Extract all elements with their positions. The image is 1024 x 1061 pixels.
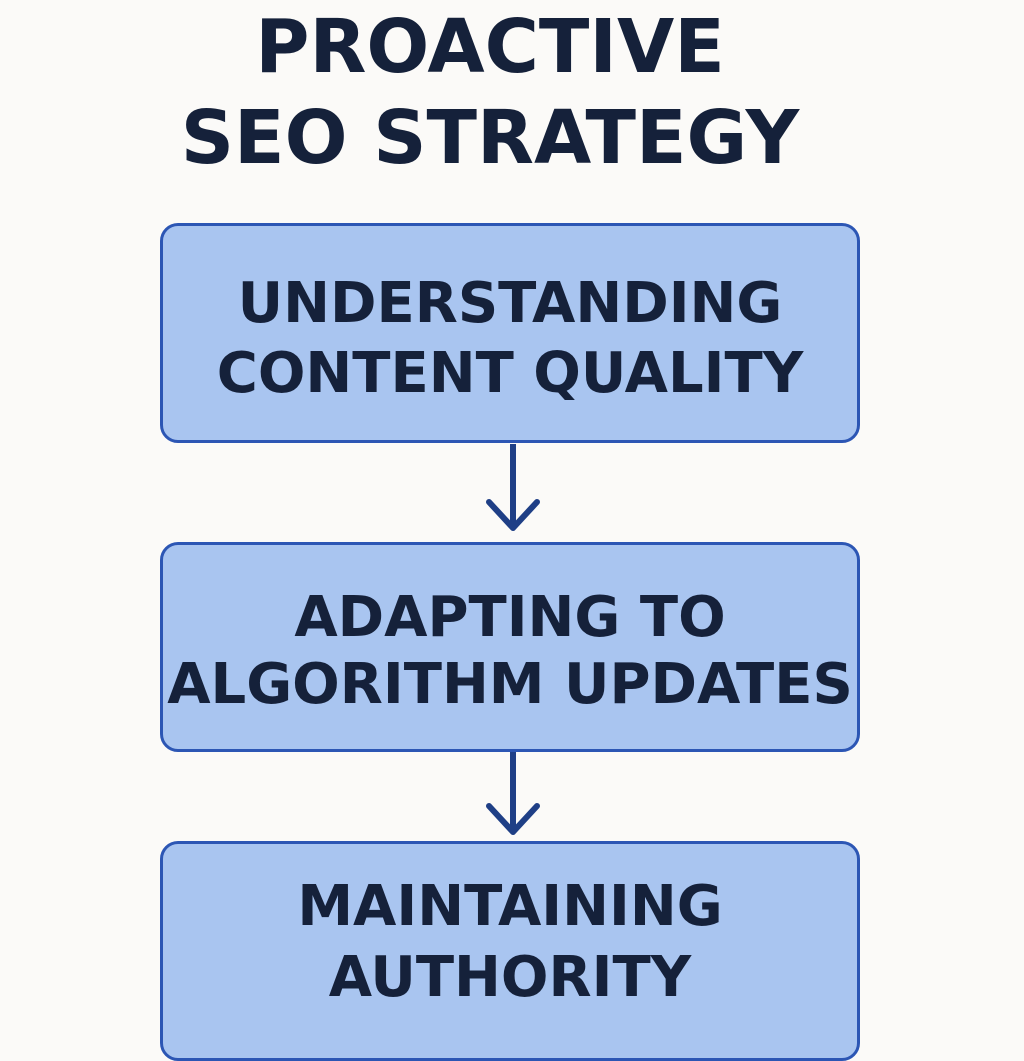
step-box-understanding-content-quality: UNDERSTANDING CONTENT QUALITY: [160, 223, 860, 443]
step-label-line-1: UNDERSTANDING: [237, 271, 783, 336]
step-box-maintaining-authority: MAINTAINING AUTHORITY: [160, 841, 860, 1061]
diagram-title-line-1: PROACTIVE: [255, 4, 725, 90]
arrow-down-icon: [486, 752, 540, 835]
arrow-down-icon: [486, 444, 540, 531]
step-label-line-2: CONTENT QUALITY: [216, 341, 804, 406]
step-box-adapting-to-algorithm-updates: ADAPTING TO ALGORITHM UPDATES: [160, 542, 860, 752]
step-label-line-2: ALGORITHM UPDATES: [167, 652, 853, 717]
diagram-title-line-2: SEO STRATEGY: [180, 95, 800, 181]
step-label-line-1: MAINTAINING: [297, 874, 723, 939]
step-label-line-2: AUTHORITY: [328, 945, 692, 1010]
step-label-line-1: ADAPTING TO: [294, 585, 726, 650]
